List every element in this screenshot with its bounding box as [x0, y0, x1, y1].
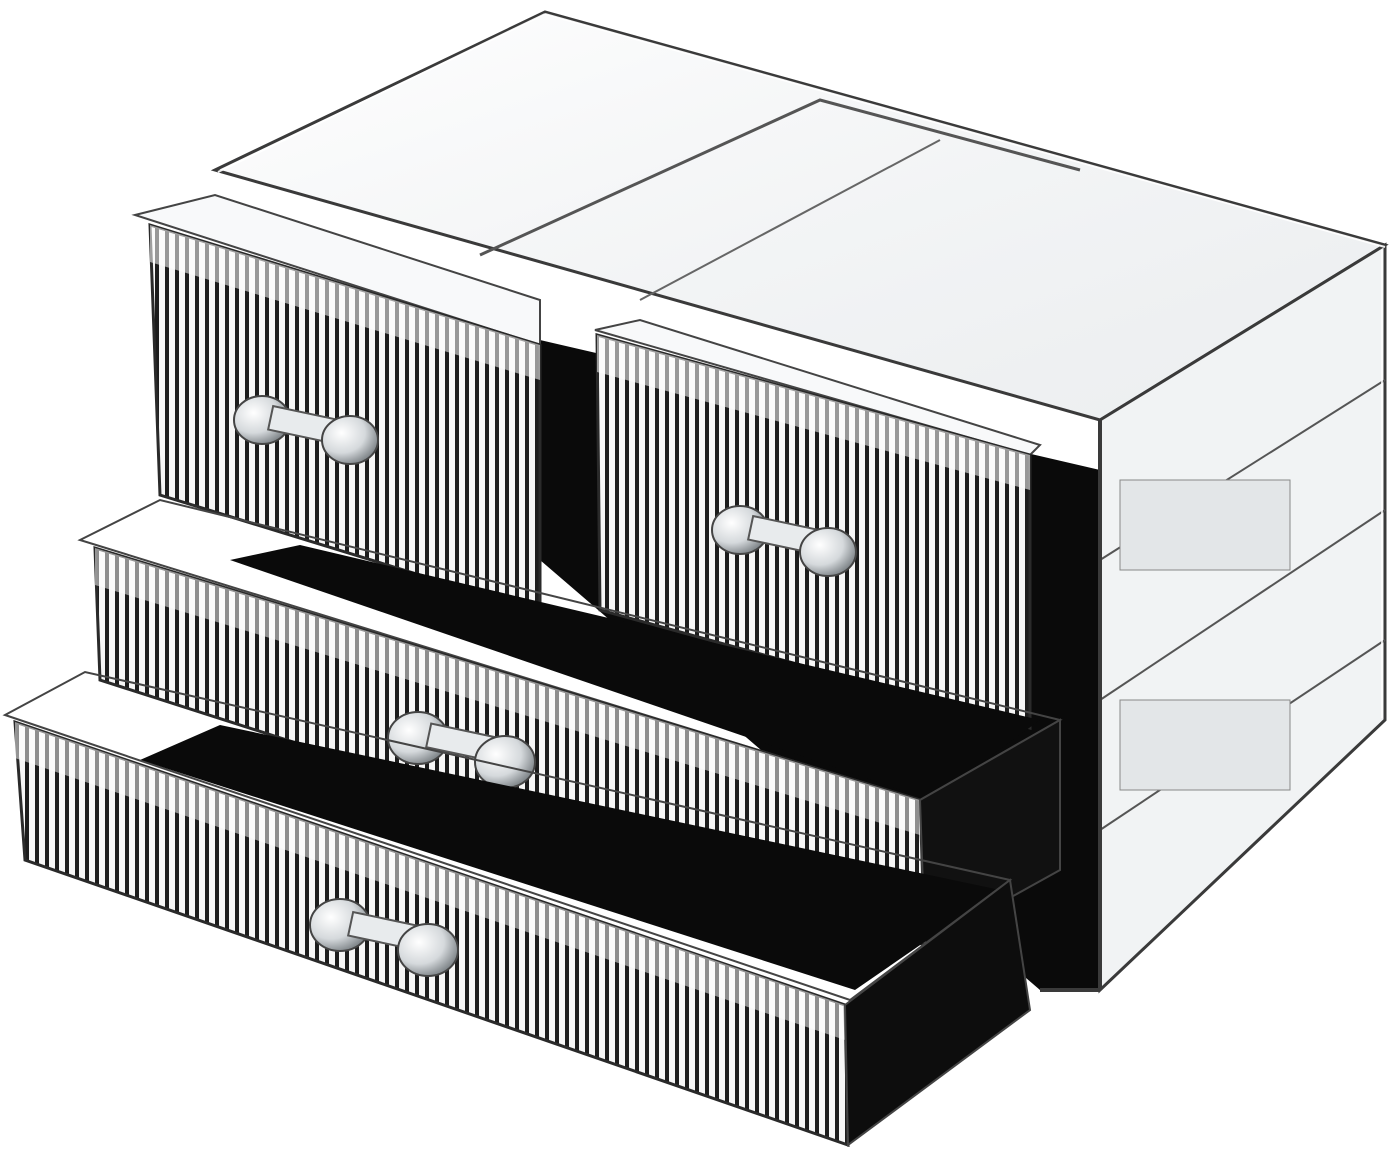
drawer-top-left[interactable]	[131, 193, 542, 615]
acrylic-highlights	[217, 13, 1386, 718]
drawer-bottom-knob-icon[interactable]	[309, 898, 459, 977]
drawer-top-right[interactable]	[594, 318, 1042, 730]
drawer-top-right-knob-icon[interactable]	[711, 505, 857, 577]
drawer-bottom[interactable]	[2, 670, 1032, 1148]
drawer-top-left-knob-icon[interactable]	[233, 395, 379, 465]
